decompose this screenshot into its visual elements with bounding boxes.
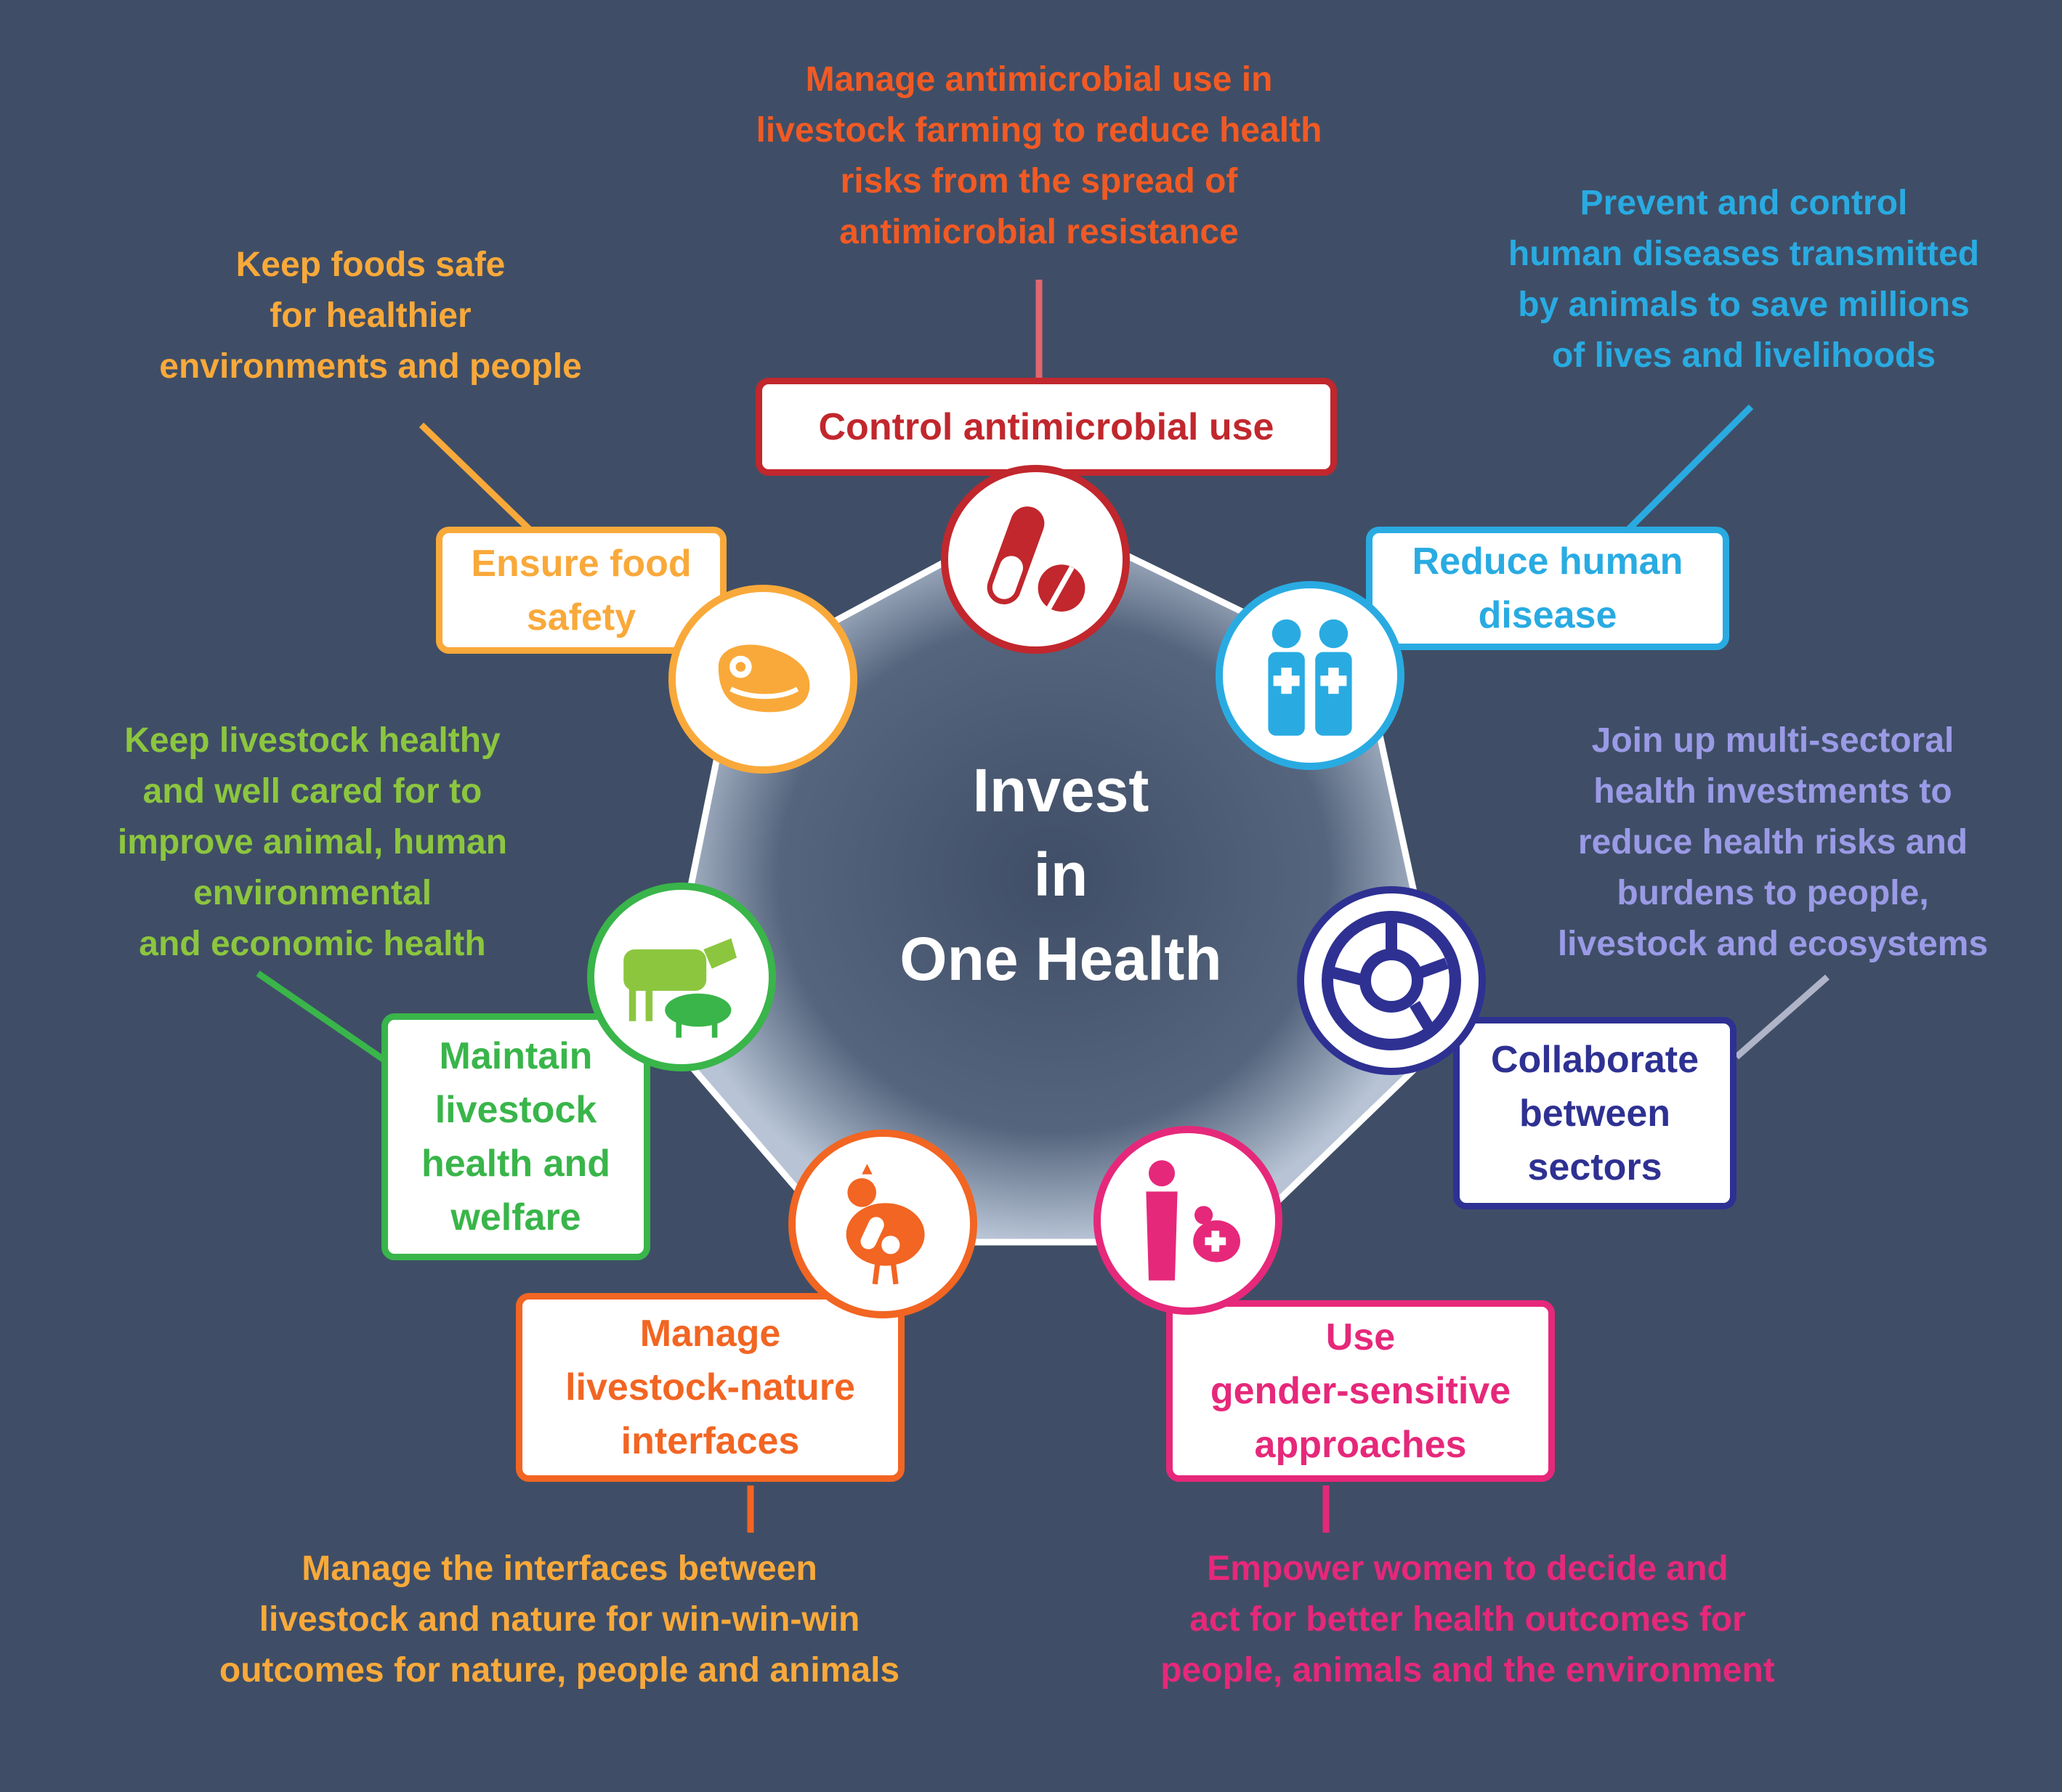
meat-steak-icon-circle: [668, 585, 857, 774]
meat-steak-icon: [718, 644, 810, 713]
control-antimicrobial-box: Control antimicrobial use: [756, 378, 1337, 476]
medical-people-icon-circle: [1216, 581, 1404, 770]
medical-people-icon: [1268, 619, 1352, 736]
woman-and-chicken-icon-circle: [1093, 1126, 1282, 1315]
segmented-ring-icon-circle: [1297, 886, 1486, 1075]
chicken-pills-icon: [846, 1164, 925, 1285]
woman-and-chicken-icon: [1146, 1160, 1240, 1281]
cow-and-pig-icon: [623, 938, 737, 1038]
segmented-ring-icon: [1322, 911, 1461, 1050]
center-title: Invest in One Health: [899, 756, 1222, 993]
chicken-pills-icon-circle: [788, 1130, 977, 1318]
cow-and-pig-icon-circle: [587, 883, 776, 1071]
pills-icon: [987, 506, 1085, 612]
pills-icon-circle: [941, 465, 1130, 654]
